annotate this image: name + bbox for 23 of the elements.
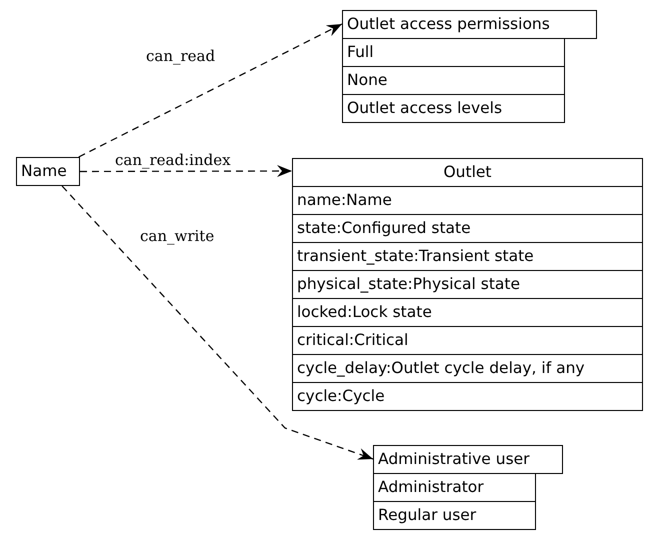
table-row: physical_state:Physical state [292, 270, 643, 299]
table-row: name:Name [292, 186, 643, 215]
edge-label: can_read:index [114, 152, 232, 168]
table-row: cycle_delay:Outlet cycle delay, if any [292, 354, 643, 383]
dashed-arrow [62, 186, 374, 460]
dashed-arrow [78, 23, 342, 158]
table-header: Outlet access permissions [342, 10, 597, 39]
table-row: Full [342, 38, 565, 67]
edge-label: can_write [139, 228, 216, 244]
table-row: Outlet access levels [342, 94, 565, 123]
edge-label: can_read [145, 48, 216, 64]
table-header: Outlet [292, 158, 643, 187]
table-row: None [342, 66, 565, 95]
table-row: Administrator [373, 473, 536, 502]
table-row: state:Configured state [292, 214, 643, 243]
table-row: Regular user [373, 501, 536, 530]
table-header: Administrative user [373, 445, 563, 474]
table-row: critical:Critical [292, 326, 643, 355]
dashed-arrow [80, 165, 292, 178]
table-row: locked:Lock state [292, 298, 643, 327]
table-row: cycle:Cycle [292, 382, 643, 411]
table-row: transient_state:Transient state [292, 242, 643, 271]
entity-box: Name [16, 157, 80, 186]
